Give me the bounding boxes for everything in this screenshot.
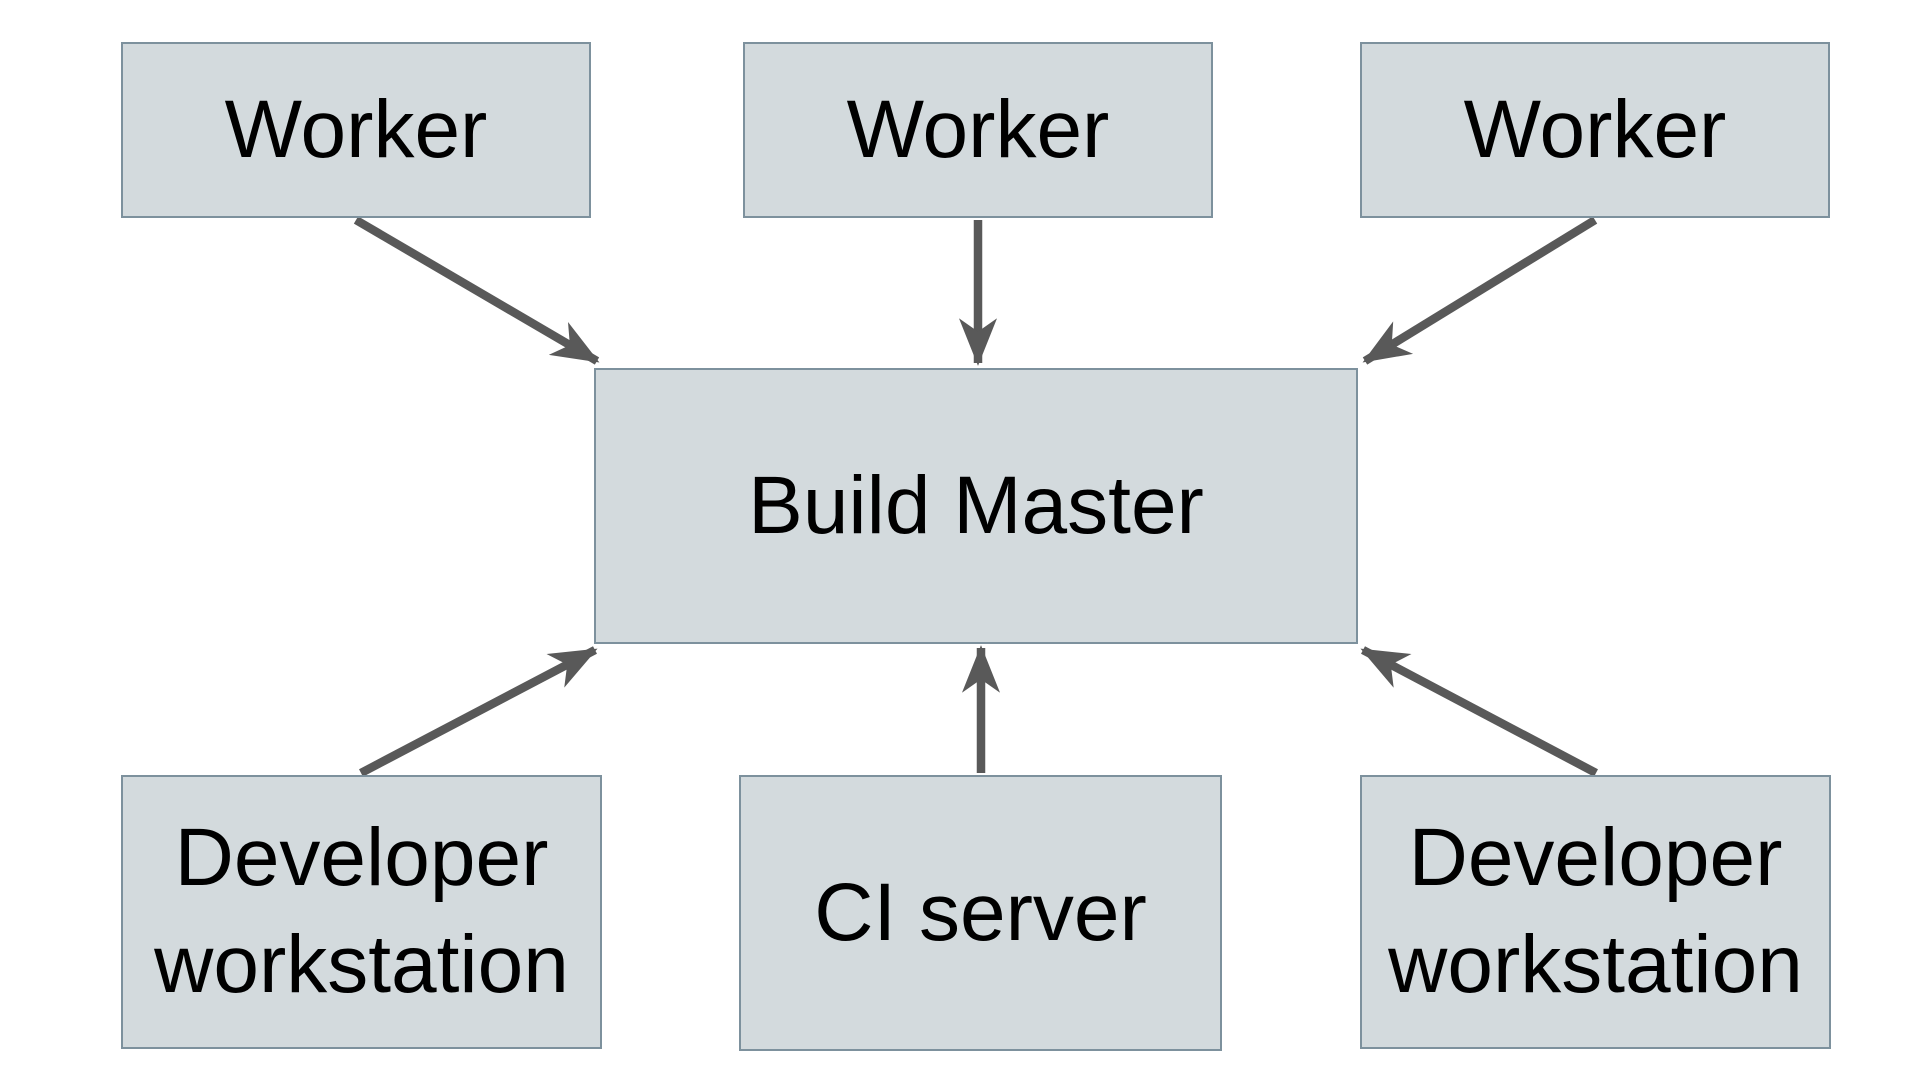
edge-worker-1-to-build-master [353,216,600,365]
edge-developer-workstation-right-to-build-master [1360,646,1598,777]
node-build-master-label: Build Master [748,459,1204,551]
node-worker-2-label: Worker [846,83,1110,175]
node-worker-2: Worker [743,42,1213,218]
node-build-master: Build Master [594,368,1358,644]
node-worker-3-label: Worker [1463,83,1727,175]
node-ci-server: CI server [739,775,1222,1051]
node-ci-server-label: CI server [814,866,1147,958]
node-developer-workstation-left-label: Developer workstation [154,812,569,1010]
edge-worker-3-to-build-master [1362,216,1598,365]
node-developer-workstation-right: Developer workstation [1360,775,1831,1049]
node-developer-workstation-right-label: Developer workstation [1388,812,1803,1010]
node-developer-workstation-left: Developer workstation [121,775,602,1049]
edge-developer-workstation-left-to-build-master [359,646,598,777]
node-worker-1-label: Worker [224,83,488,175]
node-worker-1: Worker [121,42,591,218]
node-worker-3: Worker [1360,42,1830,218]
